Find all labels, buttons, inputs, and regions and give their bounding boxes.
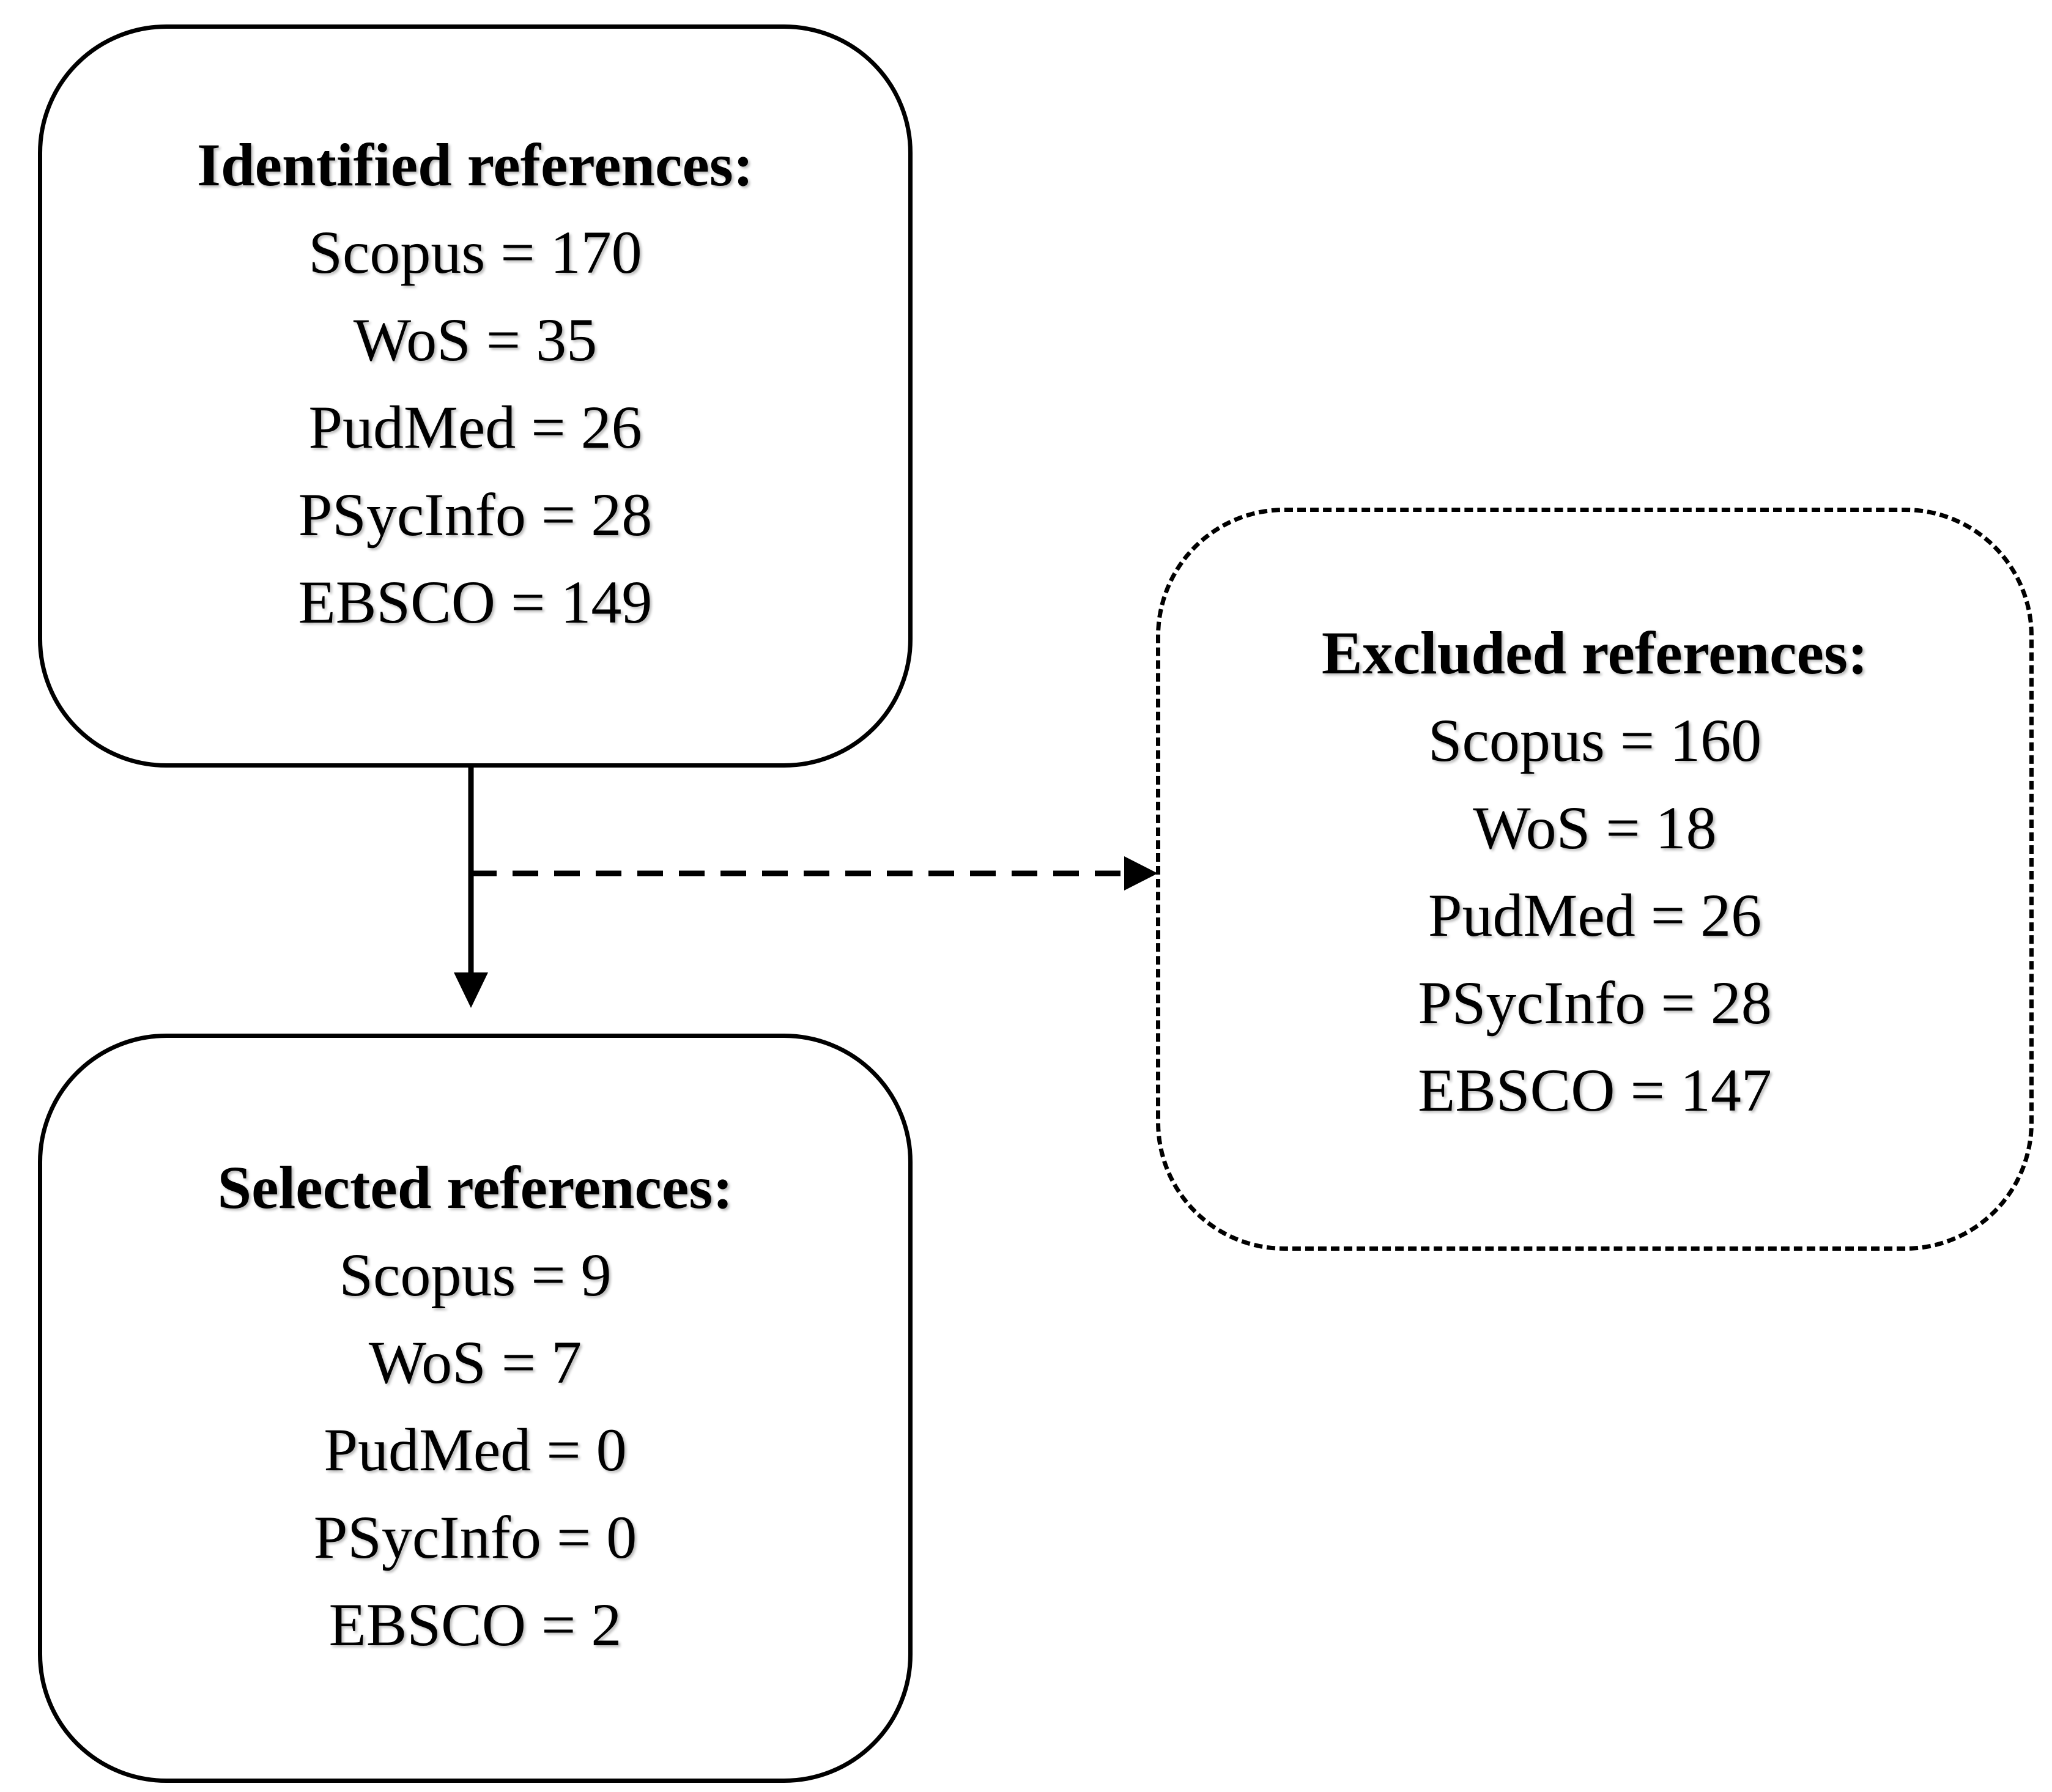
- main-flow-arrowhead: [454, 972, 488, 1008]
- selected-psycinfo-count: PSycInfo = 0: [313, 1503, 637, 1571]
- identified-pudmed-count: PudMed = 26: [308, 393, 642, 461]
- excluded-references-title: Excluded references:: [1321, 618, 1869, 687]
- identified-references-box: Identified references: Scopus = 170 WoS …: [38, 24, 913, 768]
- selected-wos-count: WoS = 7: [368, 1328, 582, 1396]
- excluded-wos-count: WoS = 18: [1473, 793, 1717, 862]
- excluded-psycinfo-count: PSycInfo = 28: [1418, 968, 1772, 1037]
- identified-scopus-count: Scopus = 170: [308, 218, 642, 286]
- identified-psycinfo-count: PSycInfo = 28: [298, 480, 653, 549]
- exclusion-arrowhead: [1124, 856, 1158, 890]
- selected-references-box: Selected references: Scopus = 9 WoS = 7 …: [38, 1034, 913, 1783]
- selected-ebsco-count: EBSCO = 2: [328, 1590, 622, 1659]
- identified-references-title: Identified references:: [197, 130, 754, 199]
- excluded-pudmed-count: PudMed = 26: [1428, 881, 1762, 949]
- selected-scopus-count: Scopus = 9: [339, 1240, 612, 1309]
- selected-references-title: Selected references:: [217, 1153, 733, 1221]
- excluded-scopus-count: Scopus = 160: [1428, 706, 1762, 774]
- identified-ebsco-count: EBSCO = 149: [298, 568, 653, 636]
- identified-wos-count: WoS = 35: [353, 305, 598, 374]
- excluded-references-box: Excluded references: Scopus = 160 WoS = …: [1156, 508, 2034, 1251]
- excluded-ebsco-count: EBSCO = 147: [1418, 1056, 1772, 1124]
- selected-pudmed-count: PudMed = 0: [324, 1415, 627, 1484]
